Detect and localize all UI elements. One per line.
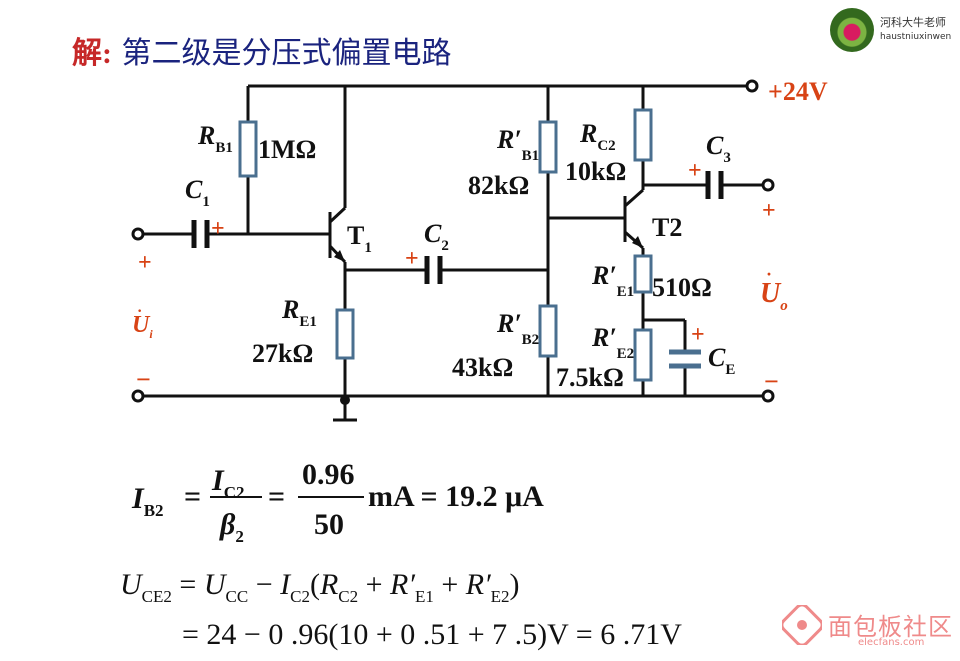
svg-text:IB2: IB2: [131, 482, 164, 520]
watermark-sub: elecfans.com: [858, 637, 925, 648]
brand-logo: [830, 8, 874, 52]
capacitor-plates: [191, 171, 724, 284]
label-rb1: RB1: [197, 121, 233, 156]
input-minus: −: [136, 365, 151, 394]
uo-dot: ·: [766, 264, 772, 284]
wires: [140, 84, 765, 422]
c1-plus: +: [211, 216, 225, 242]
label-re1: RE1: [281, 295, 317, 330]
title-text: 第二级是分压式偏置电路: [121, 36, 452, 71]
svg-text:=: =: [268, 480, 285, 513]
ce-plus: +: [691, 322, 705, 348]
title-prefix: 解:: [72, 37, 112, 70]
brand-name: 河科大牛老师: [880, 16, 946, 29]
equation-ib2: IB2 = IC2 β2 = 0.96 50 mA = 19.2 μA: [131, 458, 544, 546]
value-rc2: 10kΩ: [565, 157, 626, 186]
brand-handle: haustniuxinwen: [880, 32, 952, 42]
label-uo: Uo: [760, 278, 788, 314]
svg-text:=: =: [184, 480, 201, 513]
svg-text:β2: β2: [219, 508, 244, 546]
ui-dot: ·: [137, 303, 142, 320]
page-title: 解: 第二级是分压式偏置电路: [72, 28, 452, 72]
svg-text:0.96: 0.96: [302, 458, 355, 491]
label-re2p: R′E2: [591, 323, 634, 362]
label-ce: CE: [708, 343, 735, 378]
c3-plus: +: [688, 158, 702, 184]
label-t1: T1: [347, 221, 372, 256]
ground-node: [340, 395, 350, 405]
label-c2: C2: [424, 219, 449, 254]
label-c3: C3: [706, 131, 731, 166]
watermark-icon: [782, 605, 822, 645]
arrow-marks: [334, 236, 643, 262]
value-re2p: 7.5kΩ: [556, 363, 624, 392]
svg-text:UCE2 = UCC − IC2(RC2 + R′E1 +: UCE2 = UCC − IC2(RC2 + R′E1 + R′E2): [120, 568, 520, 606]
equation-uce2: UCE2 = UCC − IC2(RC2 + R′E1 + R′E2) = 24…: [120, 568, 682, 651]
value-rb2p: 43kΩ: [452, 353, 513, 382]
label-rb1p: R′B1: [496, 125, 539, 164]
label-re1p: R′E1: [591, 261, 634, 300]
svg-text:50: 50: [314, 508, 344, 541]
label-rb2p: R′B2: [496, 309, 539, 348]
watermark-text: 面包板社区: [828, 613, 953, 641]
output-minus: −: [764, 367, 779, 396]
svg-text:mA = 19.2 μA: mA = 19.2 μA: [368, 480, 544, 513]
svg-text:= 24 − 0 .96(10 + 0 .51 + 7 .5: = 24 − 0 .96(10 + 0 .51 + 7 .5)V = 6 .71…: [182, 618, 682, 651]
c2-plus: +: [405, 246, 419, 272]
value-rb1p: 82kΩ: [468, 171, 529, 200]
output-plus: +: [762, 198, 776, 224]
label-rc2: RC2: [579, 119, 616, 154]
terminals: [131, 79, 775, 403]
value-re1: 27kΩ: [252, 339, 313, 368]
input-plus: +: [138, 250, 152, 276]
resistors: [238, 108, 653, 382]
label-c1: C1: [185, 175, 210, 210]
value-re1p: 510Ω: [652, 273, 712, 302]
value-rb1: 1MΩ: [258, 135, 316, 164]
label-t2: T2: [652, 213, 682, 242]
supply-label: +24V: [768, 77, 828, 106]
label-ui: Ui: [132, 312, 153, 341]
capacitor-ce: [669, 349, 701, 369]
